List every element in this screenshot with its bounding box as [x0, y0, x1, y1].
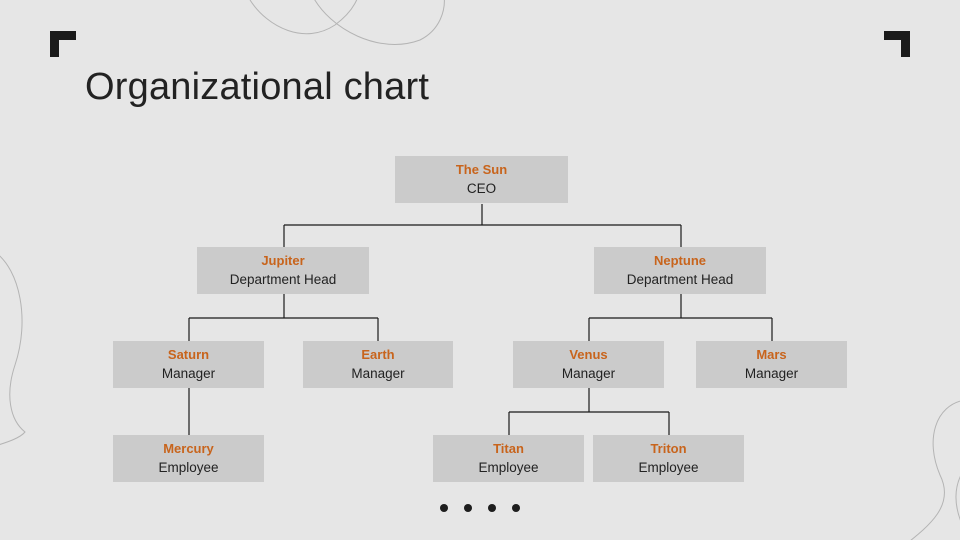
node-name: Titan: [493, 441, 524, 456]
node-role: Manager: [561, 366, 616, 381]
pagination-dot: [464, 504, 472, 512]
node-saturn: Saturn Manager: [113, 341, 264, 388]
node-neptune: Neptune Department Head: [594, 247, 766, 294]
node-name: Neptune: [654, 253, 706, 268]
node-role: Manager: [744, 366, 799, 381]
pagination-dots: [440, 504, 520, 512]
node-name: Earth: [361, 347, 395, 362]
node-venus: Venus Manager: [513, 341, 664, 388]
node-role: Manager: [351, 366, 405, 381]
node-name: Mercury: [163, 441, 214, 456]
node-mars: Mars Manager: [696, 341, 847, 388]
node-role: Employee: [638, 460, 699, 475]
node-mercury: Mercury Employee: [113, 435, 264, 482]
node-titan: Titan Employee: [433, 435, 584, 482]
slide-title: Organizational chart: [85, 66, 430, 108]
node-the-sun: The Sun CEO: [395, 156, 568, 203]
corner-bracket-right-icon: [884, 31, 910, 57]
node-earth: Earth Manager: [303, 341, 453, 388]
node-role: Department Head: [229, 272, 337, 287]
node-name: Jupiter: [261, 253, 305, 268]
node-role: Employee: [158, 460, 219, 475]
node-role: Manager: [161, 366, 216, 381]
node-name: The Sun: [455, 162, 508, 177]
node-triton: Triton Employee: [593, 435, 744, 482]
pagination-dot: [488, 504, 496, 512]
node-role: CEO: [466, 181, 497, 196]
corner-bracket-left-icon: [50, 31, 76, 57]
node-role: Employee: [478, 460, 539, 475]
node-role: Department Head: [626, 272, 734, 287]
node-name: Mars: [756, 347, 787, 362]
node-jupiter: Jupiter Department Head: [197, 247, 369, 294]
node-name: Triton: [650, 441, 687, 456]
node-name: Venus: [569, 347, 608, 362]
node-name: Saturn: [167, 347, 210, 362]
pagination-dot: [512, 504, 520, 512]
pagination-dot: [440, 504, 448, 512]
